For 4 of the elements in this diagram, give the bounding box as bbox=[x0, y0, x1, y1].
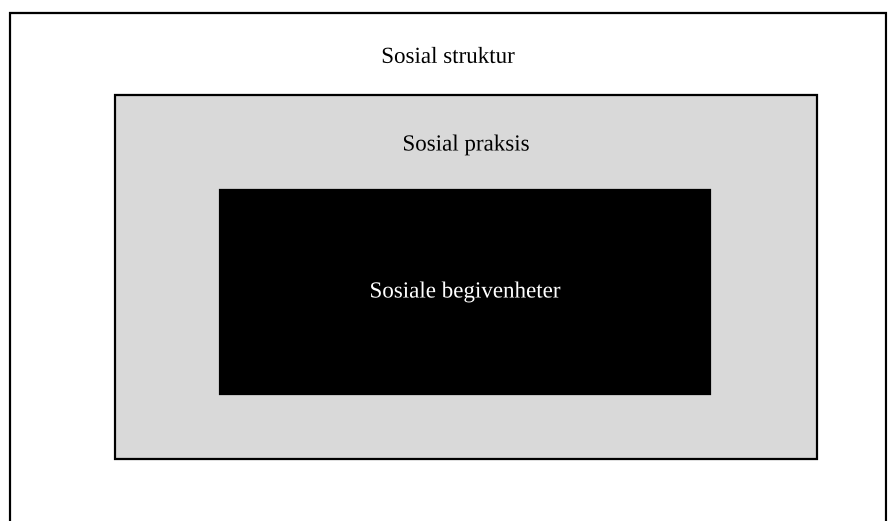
box-title: Sosiale begivenheter bbox=[371, 282, 560, 302]
event-box bbox=[218, 188, 712, 396]
box-title: Sosial struktur bbox=[382, 46, 515, 64]
box-title: Sosial praksis bbox=[404, 134, 529, 156]
